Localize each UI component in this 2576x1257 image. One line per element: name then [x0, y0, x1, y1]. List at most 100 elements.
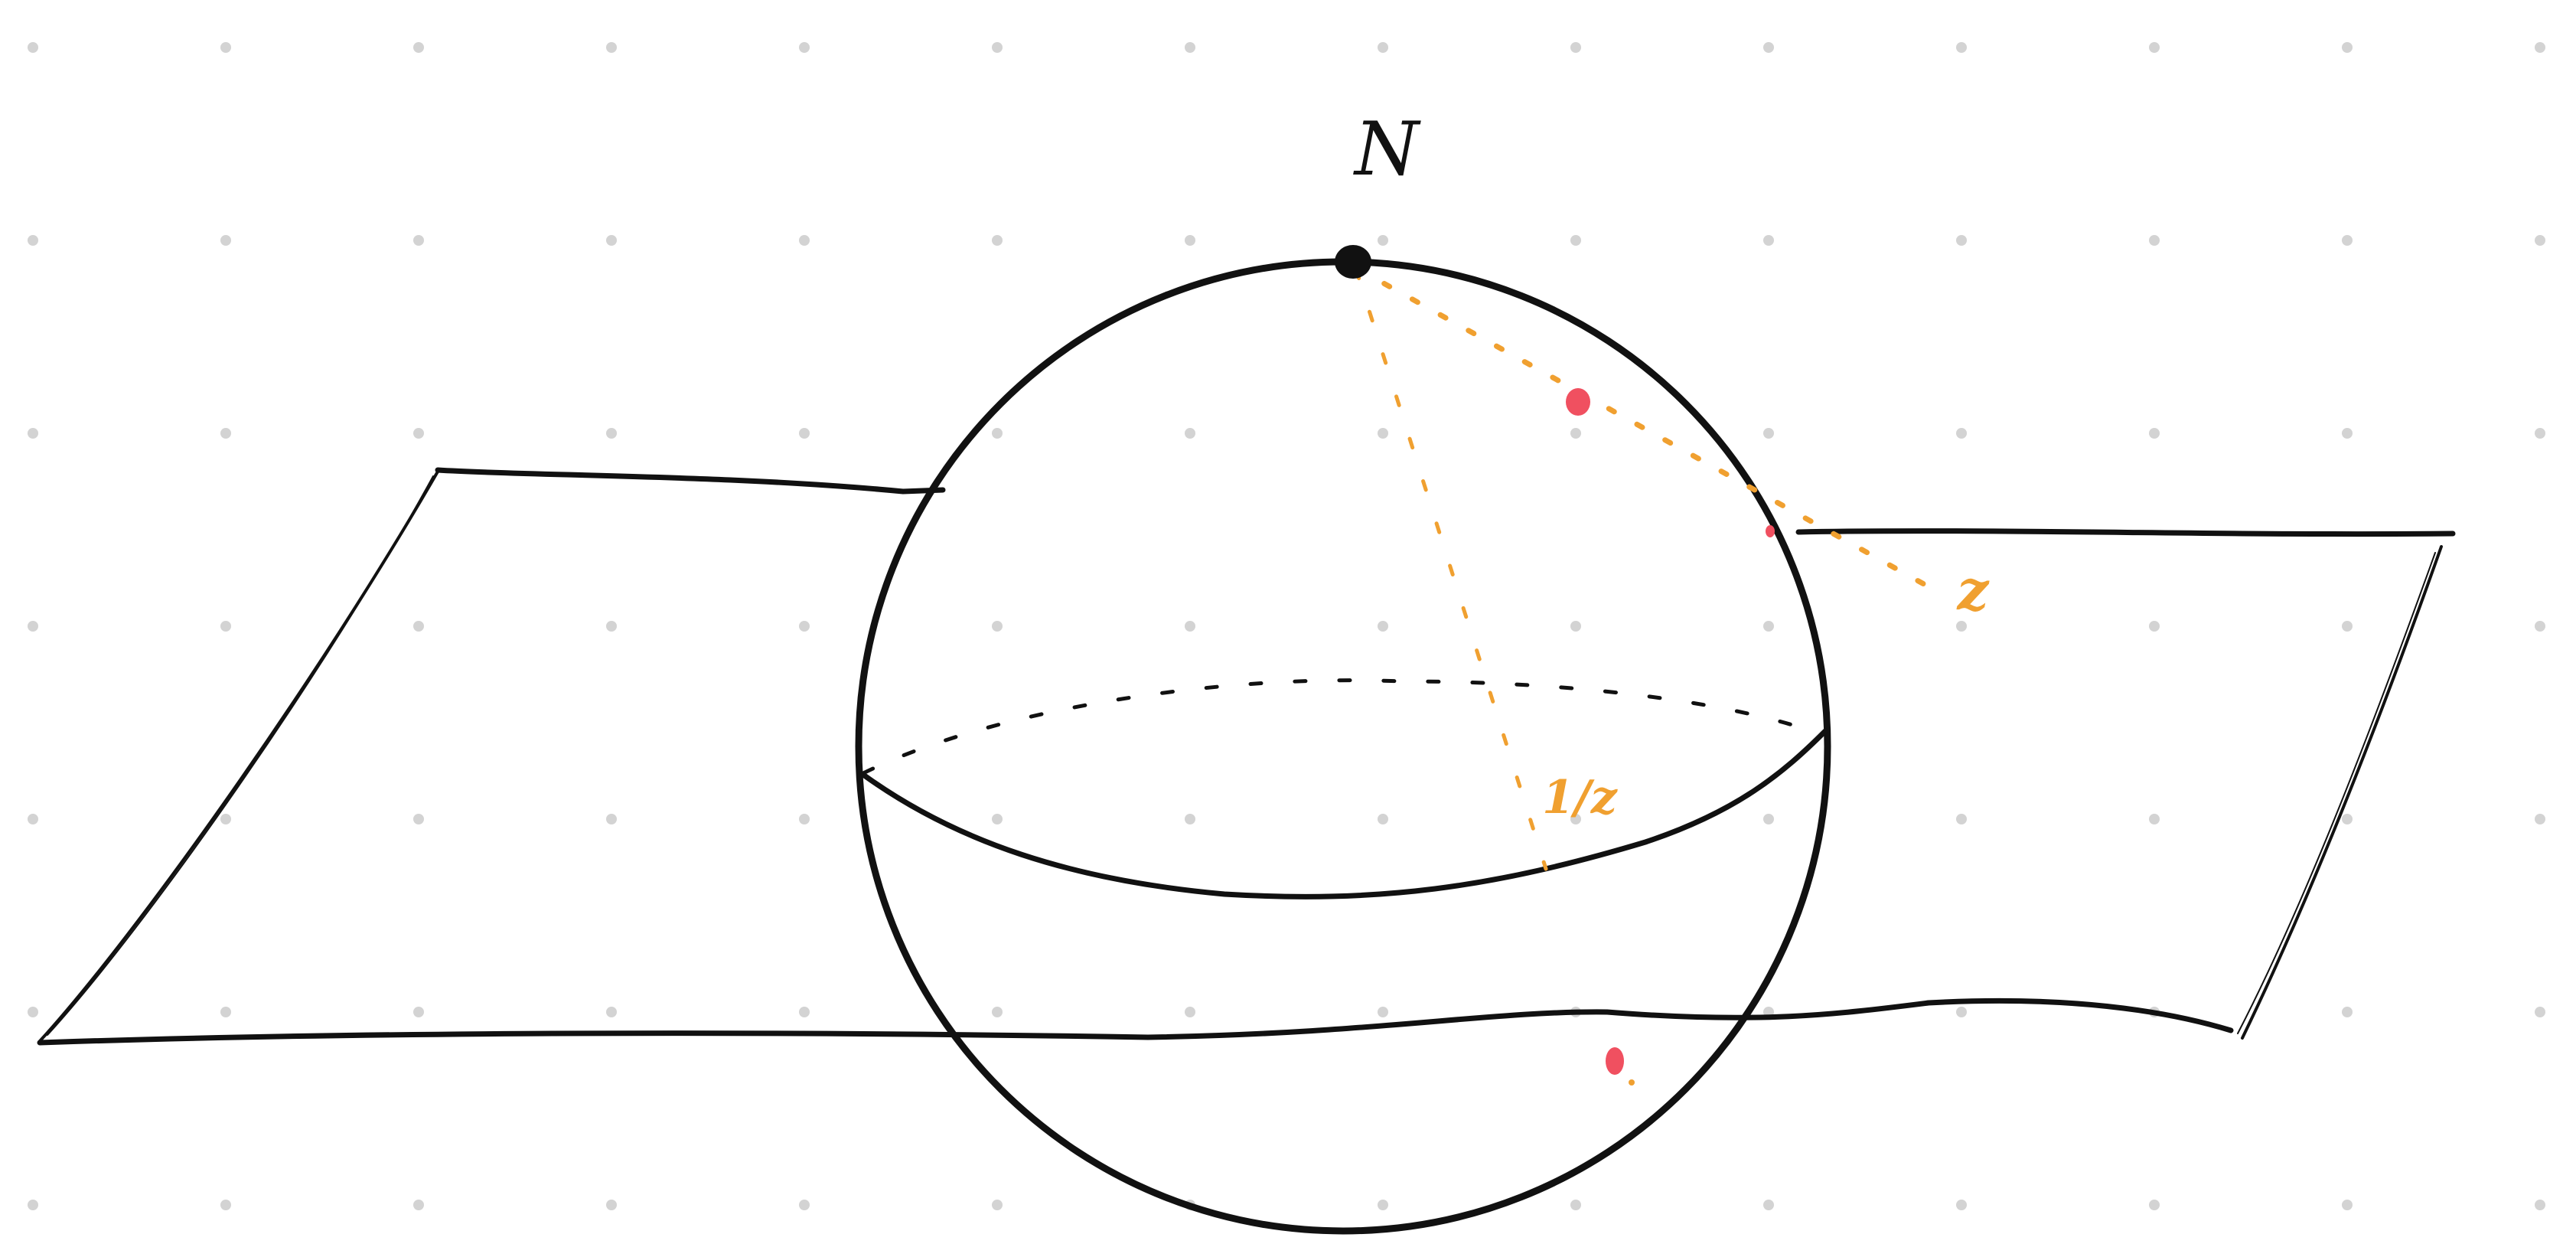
grid-dot: [1570, 42, 1581, 53]
grid-dot: [1185, 428, 1195, 439]
grid-dot: [413, 1200, 424, 1210]
grid-dot: [2535, 235, 2545, 246]
grid-dot: [799, 621, 810, 632]
grid-dot: [1185, 1007, 1195, 1017]
grid-dot: [2342, 428, 2353, 439]
grid-dot: [2149, 235, 2160, 246]
plane-bottom-edge: [37, 997, 2234, 1046]
sphere-outline: [855, 258, 1831, 1235]
plane-top-left-edge: [435, 467, 946, 495]
grid-dot: [2149, 428, 2160, 439]
ray-north-to-inverse: [1354, 267, 1548, 871]
grid-dot: [28, 1200, 38, 1210]
grid-dot: [1763, 428, 1774, 439]
grid-dot: [28, 621, 38, 632]
grid-dot: [28, 1007, 38, 1017]
plane-right-edge: [2241, 545, 2443, 1040]
grid-dot: [1185, 621, 1195, 632]
grid-dot: [1956, 42, 1967, 53]
riemann-sphere: [855, 258, 1831, 1235]
grid-dot: [2342, 42, 2353, 53]
grid-dot: [2149, 621, 2160, 632]
grid-dot: [1956, 1200, 1967, 1210]
grid-dot: [1570, 235, 1581, 246]
grid-dot: [2535, 1200, 2545, 1210]
ray-north-to-z: [1353, 265, 1939, 594]
grid-dot: [1378, 814, 1388, 824]
grid-dot: [1378, 621, 1388, 632]
grid-dot: [220, 1007, 231, 1017]
grid-dot: [2342, 1007, 2353, 1017]
grid-dot: [413, 235, 424, 246]
grid-dot: [799, 42, 810, 53]
grid-dot: [28, 428, 38, 439]
grid-dot: [2149, 1200, 2160, 1210]
point-z-label: z: [1956, 557, 1991, 622]
grid-dot: [992, 235, 1003, 246]
plane-top-right-edge: [1795, 528, 2456, 537]
grid-dot: [992, 428, 1003, 439]
grid-dot: [2342, 814, 2353, 824]
grid-dot: [1763, 621, 1774, 632]
north-pole-label: N: [1353, 106, 1421, 192]
projection-rays: [1353, 265, 1939, 871]
grid-dot: [606, 1007, 617, 1017]
complex-plane: [37, 467, 2456, 1046]
plane-right-edge-sketch: [2237, 552, 2436, 1034]
grid-dot: [220, 428, 231, 439]
grid-dot: [1185, 235, 1195, 246]
grid-dot: [799, 814, 810, 824]
grid-dot: [1956, 1007, 1967, 1017]
grid-dot: [1378, 428, 1388, 439]
grid-dot: [413, 814, 424, 824]
north-pole-point: [1335, 245, 1371, 279]
grid-dot: [28, 235, 38, 246]
grid-dot: [606, 235, 617, 246]
equator-front: [860, 728, 1828, 899]
grid-dot: [1763, 814, 1774, 824]
grid-dot: [1956, 235, 1967, 246]
grid-dot: [1378, 235, 1388, 246]
grid-dot: [992, 1007, 1003, 1017]
grid-dot: [220, 235, 231, 246]
grid-dot: [2535, 814, 2545, 824]
grid-dot: [1956, 428, 1967, 439]
grid-dot: [2535, 428, 2545, 439]
grid-dot: [1185, 42, 1195, 53]
grid-dot: [2535, 1007, 2545, 1017]
dot-grid-background: [28, 42, 2545, 1210]
grid-dot: [992, 42, 1003, 53]
grid-dot: [2342, 1200, 2353, 1210]
grid-dot: [992, 621, 1003, 632]
grid-dot: [606, 1200, 617, 1210]
grid-dot: [2342, 235, 2353, 246]
grid-dot: [606, 428, 617, 439]
grid-dot: [1378, 1007, 1388, 1017]
grid-dot: [1956, 814, 1967, 824]
grid-dot: [2535, 621, 2545, 632]
grid-dot: [1570, 428, 1581, 439]
grid-dot: [606, 814, 617, 824]
grid-dot: [992, 1200, 1003, 1210]
grid-dot: [1570, 621, 1581, 632]
grid-dot: [992, 814, 1003, 824]
grid-dot: [220, 814, 231, 824]
grid-dot: [413, 428, 424, 439]
sphere-intersection-mark: [1766, 525, 1775, 537]
grid-dot: [606, 42, 617, 53]
grid-dot: [1570, 1200, 1581, 1210]
sphere-point-z: [1566, 388, 1590, 416]
grid-dot: [28, 42, 38, 53]
grid-dot: [413, 1007, 424, 1017]
grid-dot: [799, 235, 810, 246]
grid-dot: [2149, 42, 2160, 53]
points: [1335, 245, 1775, 1086]
grid-dot: [1763, 1200, 1774, 1210]
grid-dot: [799, 1007, 810, 1017]
grid-dot: [220, 1200, 231, 1210]
grid-dot: [1185, 814, 1195, 824]
grid-dot: [413, 621, 424, 632]
grid-dot: [1956, 621, 1967, 632]
point-inverse-label: 1/z: [1542, 771, 1619, 824]
